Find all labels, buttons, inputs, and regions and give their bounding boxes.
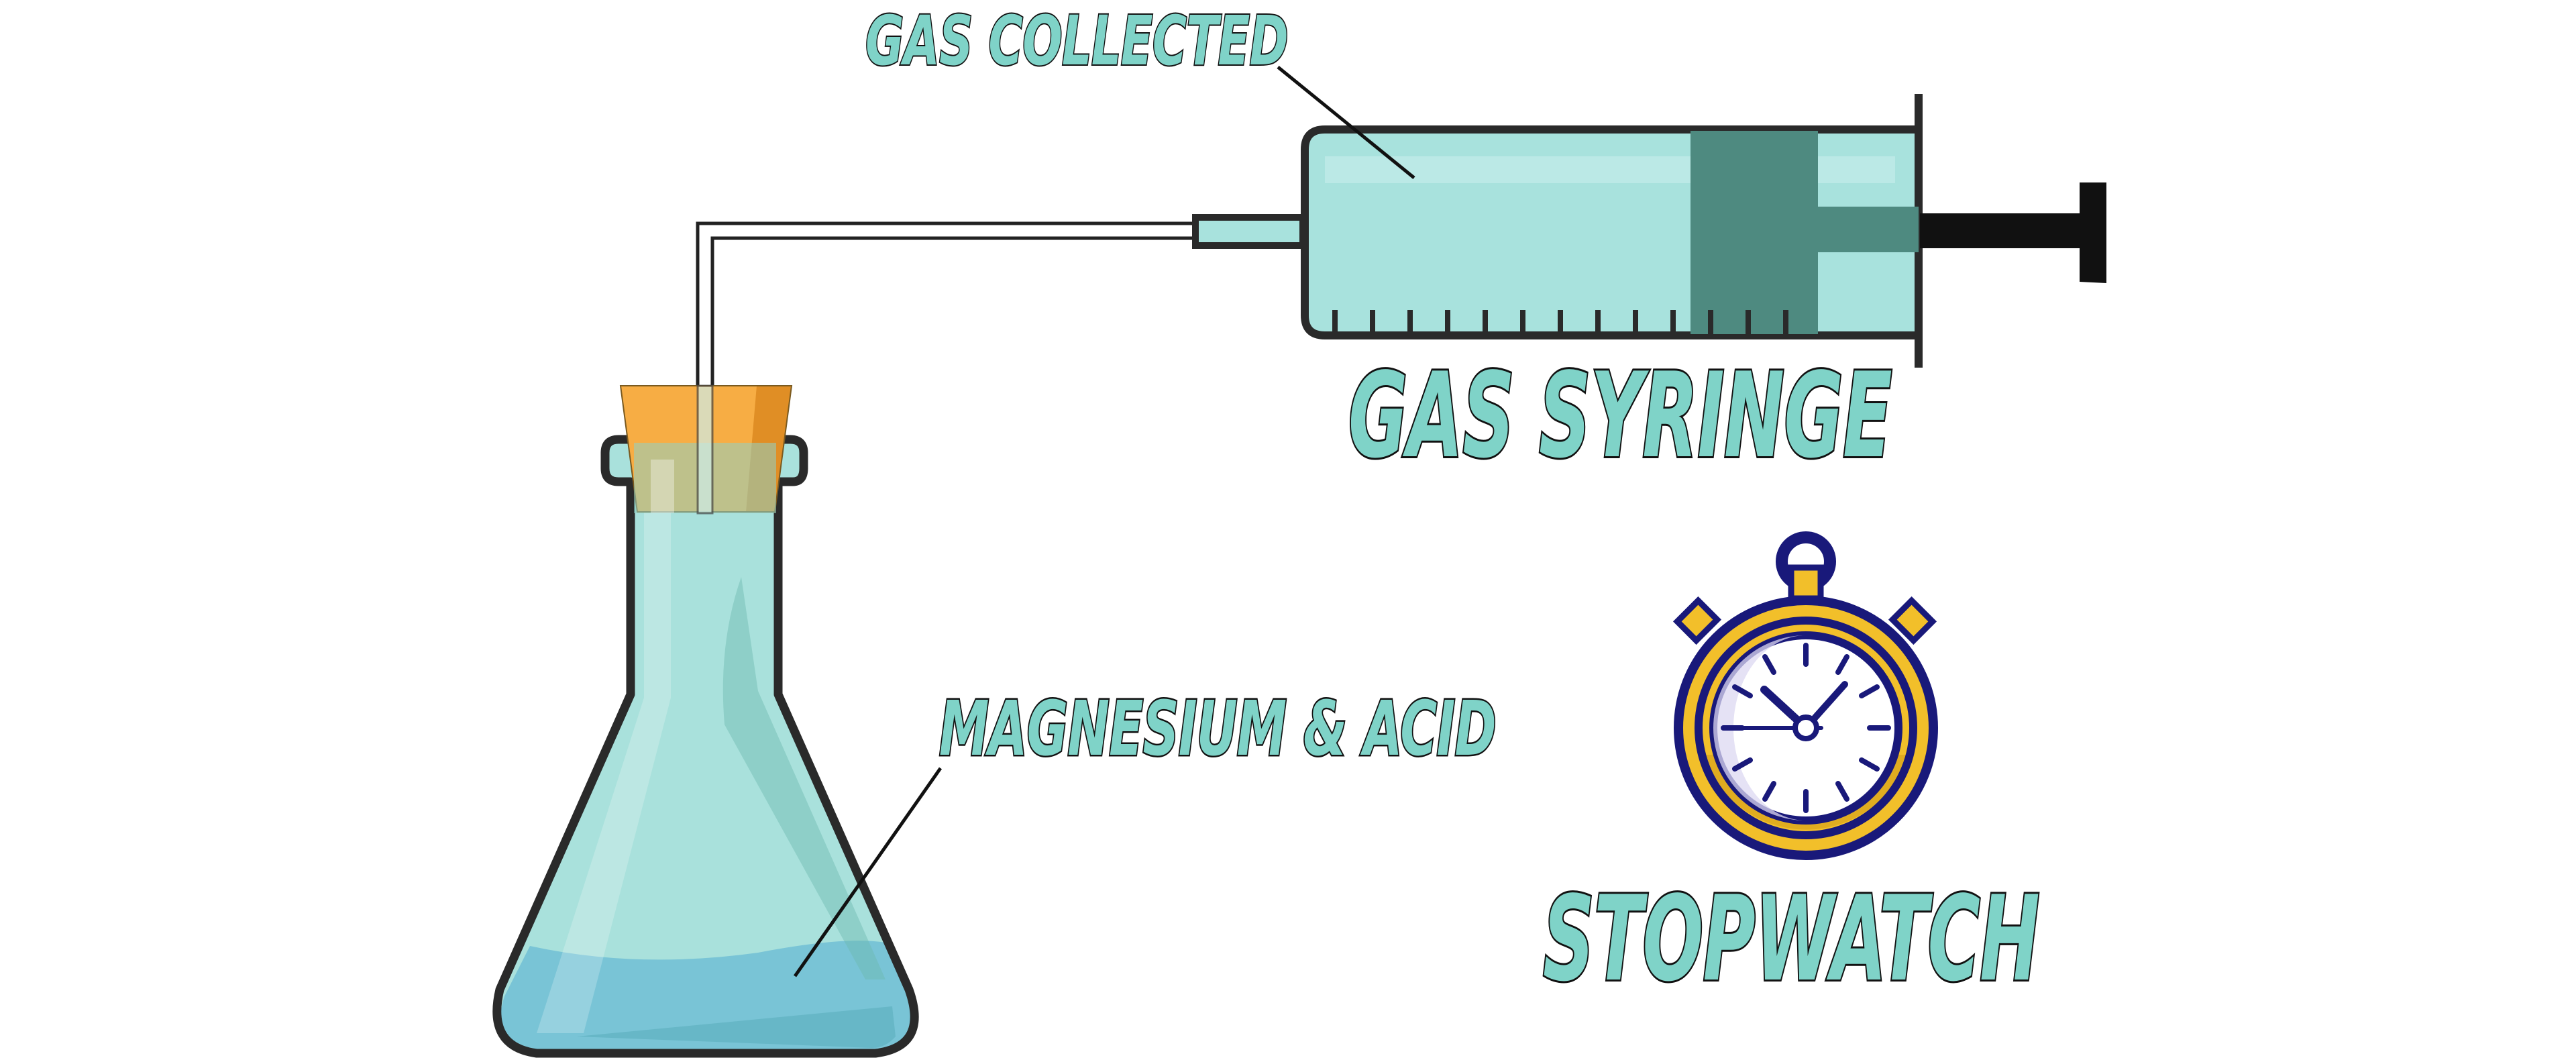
label-gas-syringe: GAS SYRINGE: [1348, 348, 1892, 484]
syringe-graduations: [1332, 310, 1788, 335]
gas-syringe: [1192, 94, 2106, 368]
conical-flask: [492, 384, 919, 1058]
stopwatch: [1672, 531, 1938, 860]
stopwatch-ticks: [1721, 643, 1891, 813]
label-magnesium-acid: MAGNESIUM & ACID: [939, 686, 1496, 773]
magnesium-acid-leader: [793, 767, 943, 977]
gas-collected-leader: [1277, 66, 1415, 179]
label-gas-collected: GAS COLLECTED: [865, 1, 1288, 81]
label-stopwatch: STOPWATCH: [1543, 871, 2039, 1008]
